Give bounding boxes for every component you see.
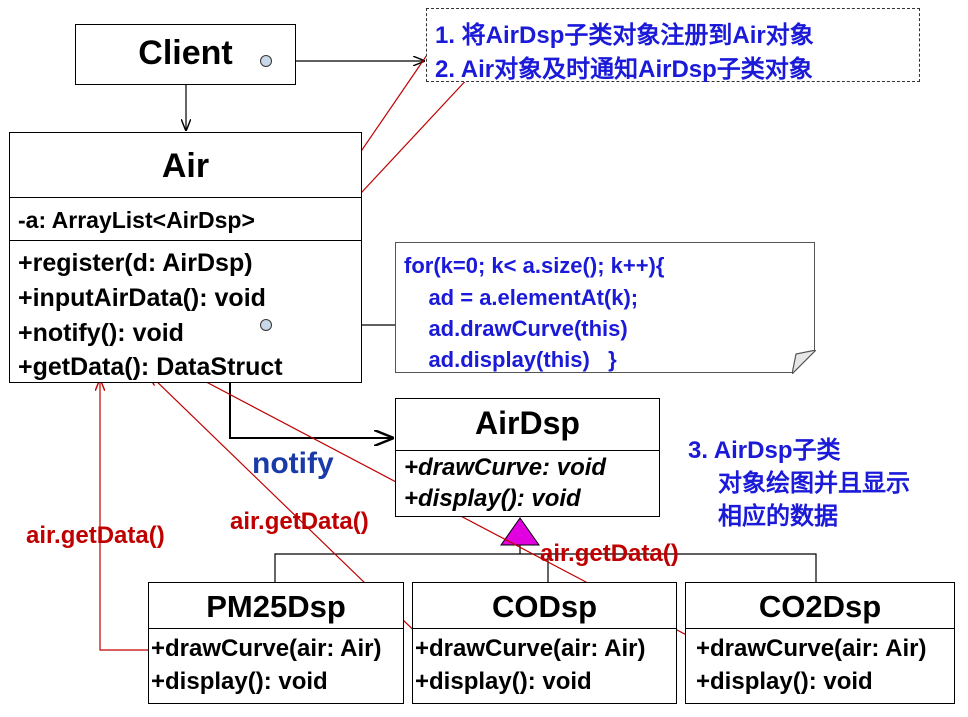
getdata-label-left: air.getData() xyxy=(26,522,165,549)
note-code: for(k=0; k< a.size(); k++){ ad = a.eleme… xyxy=(395,242,816,374)
codsp-method-drawcurve: +drawCurve(air: Air) xyxy=(415,635,646,662)
getdata-label-mid: air.getData() xyxy=(230,508,369,535)
note-top: 1. 将AirDsp子类对象注册到Air对象 2. Air对象及时通知AirDs… xyxy=(426,8,920,83)
client-class-box: Client xyxy=(75,24,296,85)
note-code-line-1: for(k=0; k< a.size(); k++){ xyxy=(404,253,665,278)
air-class-box: Air -a: ArrayList<AirDsp> +register(d: A… xyxy=(9,132,362,383)
air-attributes: -a: ArrayList<AirDsp> xyxy=(10,197,361,241)
air-methods: +register(d: AirDsp) +inputAirData(): vo… xyxy=(10,240,361,382)
co2dsp-method-display: +display(): void xyxy=(696,668,873,695)
air-title: Air xyxy=(161,147,210,185)
airdsp-method-display: +display(): void xyxy=(404,485,581,512)
note-code-line-2: ad = a.elementAt(k); xyxy=(404,285,639,310)
note-fold-corner xyxy=(792,350,816,374)
note-code-line-3: ad.drawCurve(this) xyxy=(404,316,628,341)
codsp-method-display: +display(): void xyxy=(415,668,592,695)
air-attribute: -a: ArrayList<AirDsp> xyxy=(18,207,255,233)
pm25dsp-title: PM25Dsp xyxy=(206,589,346,624)
getdata-label-right: air.getData() xyxy=(540,540,679,567)
pm25dsp-class-box: PM25Dsp +drawCurve(air: Air) +display():… xyxy=(148,582,404,704)
note-three-line-1: 3. AirDsp子类 xyxy=(688,437,841,464)
generalization-tree xyxy=(274,553,817,582)
pm25dsp-method-display: +display(): void xyxy=(151,668,328,695)
co2dsp-method-drawcurve: +drawCurve(air: Air) xyxy=(696,635,927,662)
co2dsp-methods: +drawCurve(air: Air) +display(): void xyxy=(686,628,954,703)
airdsp-class-box: AirDsp +drawCurve: void +display(): void xyxy=(395,398,660,517)
co2dsp-title: CO2Dsp xyxy=(758,589,882,624)
note-three-line-3: 相应的数据 xyxy=(718,503,838,530)
co2dsp-class-box: CO2Dsp +drawCurve(air: Air) +display(): … xyxy=(685,582,955,704)
note-code-line-4: ad.display(this) } xyxy=(404,347,617,372)
airdsp-method-drawcurve: +drawCurve: void xyxy=(404,454,607,481)
pm25dsp-method-drawcurve: +drawCurve(air: Air) xyxy=(151,635,382,662)
note-three-line-2: 对象绘图并且显示 xyxy=(718,470,910,497)
notify-label: notify xyxy=(252,447,334,480)
airdsp-methods: +drawCurve: void +display(): void xyxy=(396,450,659,516)
codsp-methods: +drawCurve(air: Air) +display(): void xyxy=(413,628,676,703)
air-method-notify: +notify(): void xyxy=(18,319,184,347)
air-airdsp-association xyxy=(229,382,392,438)
air-method-inputairdata: +inputAirData(): void xyxy=(18,284,266,312)
pm25-getdata-arrow xyxy=(100,380,150,651)
note-top-line-1: 1. 将AirDsp子类对象注册到Air对象 xyxy=(435,22,814,49)
air-method-register: +register(d: AirDsp) xyxy=(18,249,253,277)
client-title: Client xyxy=(138,34,233,72)
notify-note-dot xyxy=(260,319,272,331)
codsp-class-box: CODsp +drawCurve(air: Air) +display(): v… xyxy=(412,582,677,704)
client-note-dot xyxy=(260,55,272,67)
inheritance-triangle xyxy=(500,517,540,546)
note-top-line-2: 2. Air对象及时通知AirDsp子类对象 xyxy=(435,56,813,83)
air-method-getdata: +getData(): DataStruct xyxy=(18,353,283,381)
pm25dsp-methods: +drawCurve(air: Air) +display(): void xyxy=(149,628,403,703)
codsp-title: CODsp xyxy=(491,589,598,624)
airdsp-title: AirDsp xyxy=(475,405,580,441)
